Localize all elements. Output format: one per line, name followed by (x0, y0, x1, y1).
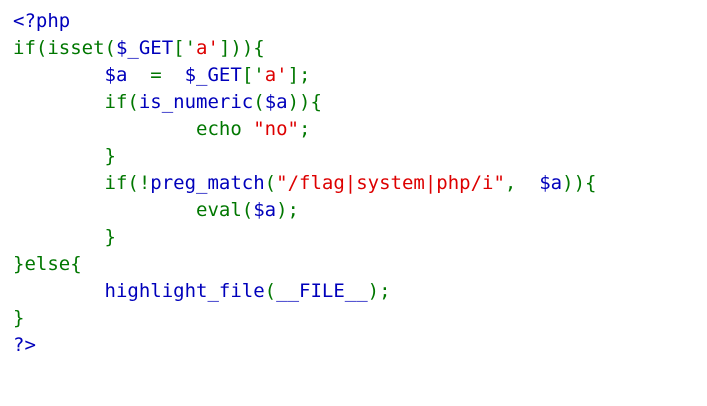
code-token: ); (276, 199, 299, 221)
code-token: ; (298, 118, 311, 140)
code-token: preg_match (150, 172, 265, 194)
code-token: "/flag|system|php/i" (276, 172, 505, 194)
code-token: )){ (287, 91, 322, 113)
code-token: } (13, 145, 116, 167)
code-token: }else{ (13, 253, 82, 275)
code-token: "no" (253, 118, 299, 140)
code-token: } (13, 226, 116, 248)
code-token: ]; (287, 64, 311, 86)
code-token: echo (13, 118, 254, 140)
code-token: $_GET (115, 37, 174, 59)
code-token: $_GET (184, 64, 242, 86)
code-token: <?php (13, 10, 71, 32)
code-line: if(!preg_match("/flag|system|php/i", $a)… (13, 170, 707, 197)
code-token: ])){ (218, 37, 265, 59)
code-line: echo "no"; (13, 116, 707, 143)
code-token: ( (264, 280, 277, 302)
code-token: , (504, 172, 540, 194)
code-token: $a (264, 91, 288, 113)
code-line: ?> (13, 332, 707, 359)
code-token: if(isset( (13, 37, 116, 59)
code-token: eval( (13, 199, 254, 221)
code-token: a' (264, 64, 288, 86)
code-line: $a = $_GET['a']; (13, 62, 707, 89)
code-token: $a (539, 172, 563, 194)
code-token: is_numeric (138, 91, 254, 113)
code-line: } (13, 143, 707, 170)
code-token: if(! (13, 172, 151, 194)
code-token: ( (264, 172, 277, 194)
code-line: } (13, 224, 707, 251)
code-token: if( (13, 91, 139, 113)
code-line: }else{ (13, 251, 707, 278)
code-line: if(isset($_GET['a'])){ (13, 35, 707, 62)
code-token: [' (173, 37, 197, 59)
code-line: <?php (13, 8, 707, 35)
code-token (13, 280, 105, 302)
code-token: $a (104, 64, 139, 86)
code-token: )){ (562, 172, 597, 194)
code-token: highlight_file (104, 280, 265, 302)
code-token: ); (367, 280, 391, 302)
code-token (13, 64, 105, 86)
code-token: __FILE__ (276, 280, 368, 302)
code-token: ?> (13, 334, 36, 356)
code-token: ( (253, 91, 265, 113)
code-line: if(is_numeric($a)){ (13, 89, 707, 116)
code-token: a' (196, 37, 219, 59)
code-line: highlight_file(__FILE__); (13, 278, 707, 305)
code-line: eval($a); (13, 197, 707, 224)
code-token: = (138, 64, 185, 86)
code-token: [' (241, 64, 265, 86)
code-line: } (13, 305, 707, 332)
code-token: $a (253, 199, 277, 221)
code-token: } (13, 307, 25, 329)
